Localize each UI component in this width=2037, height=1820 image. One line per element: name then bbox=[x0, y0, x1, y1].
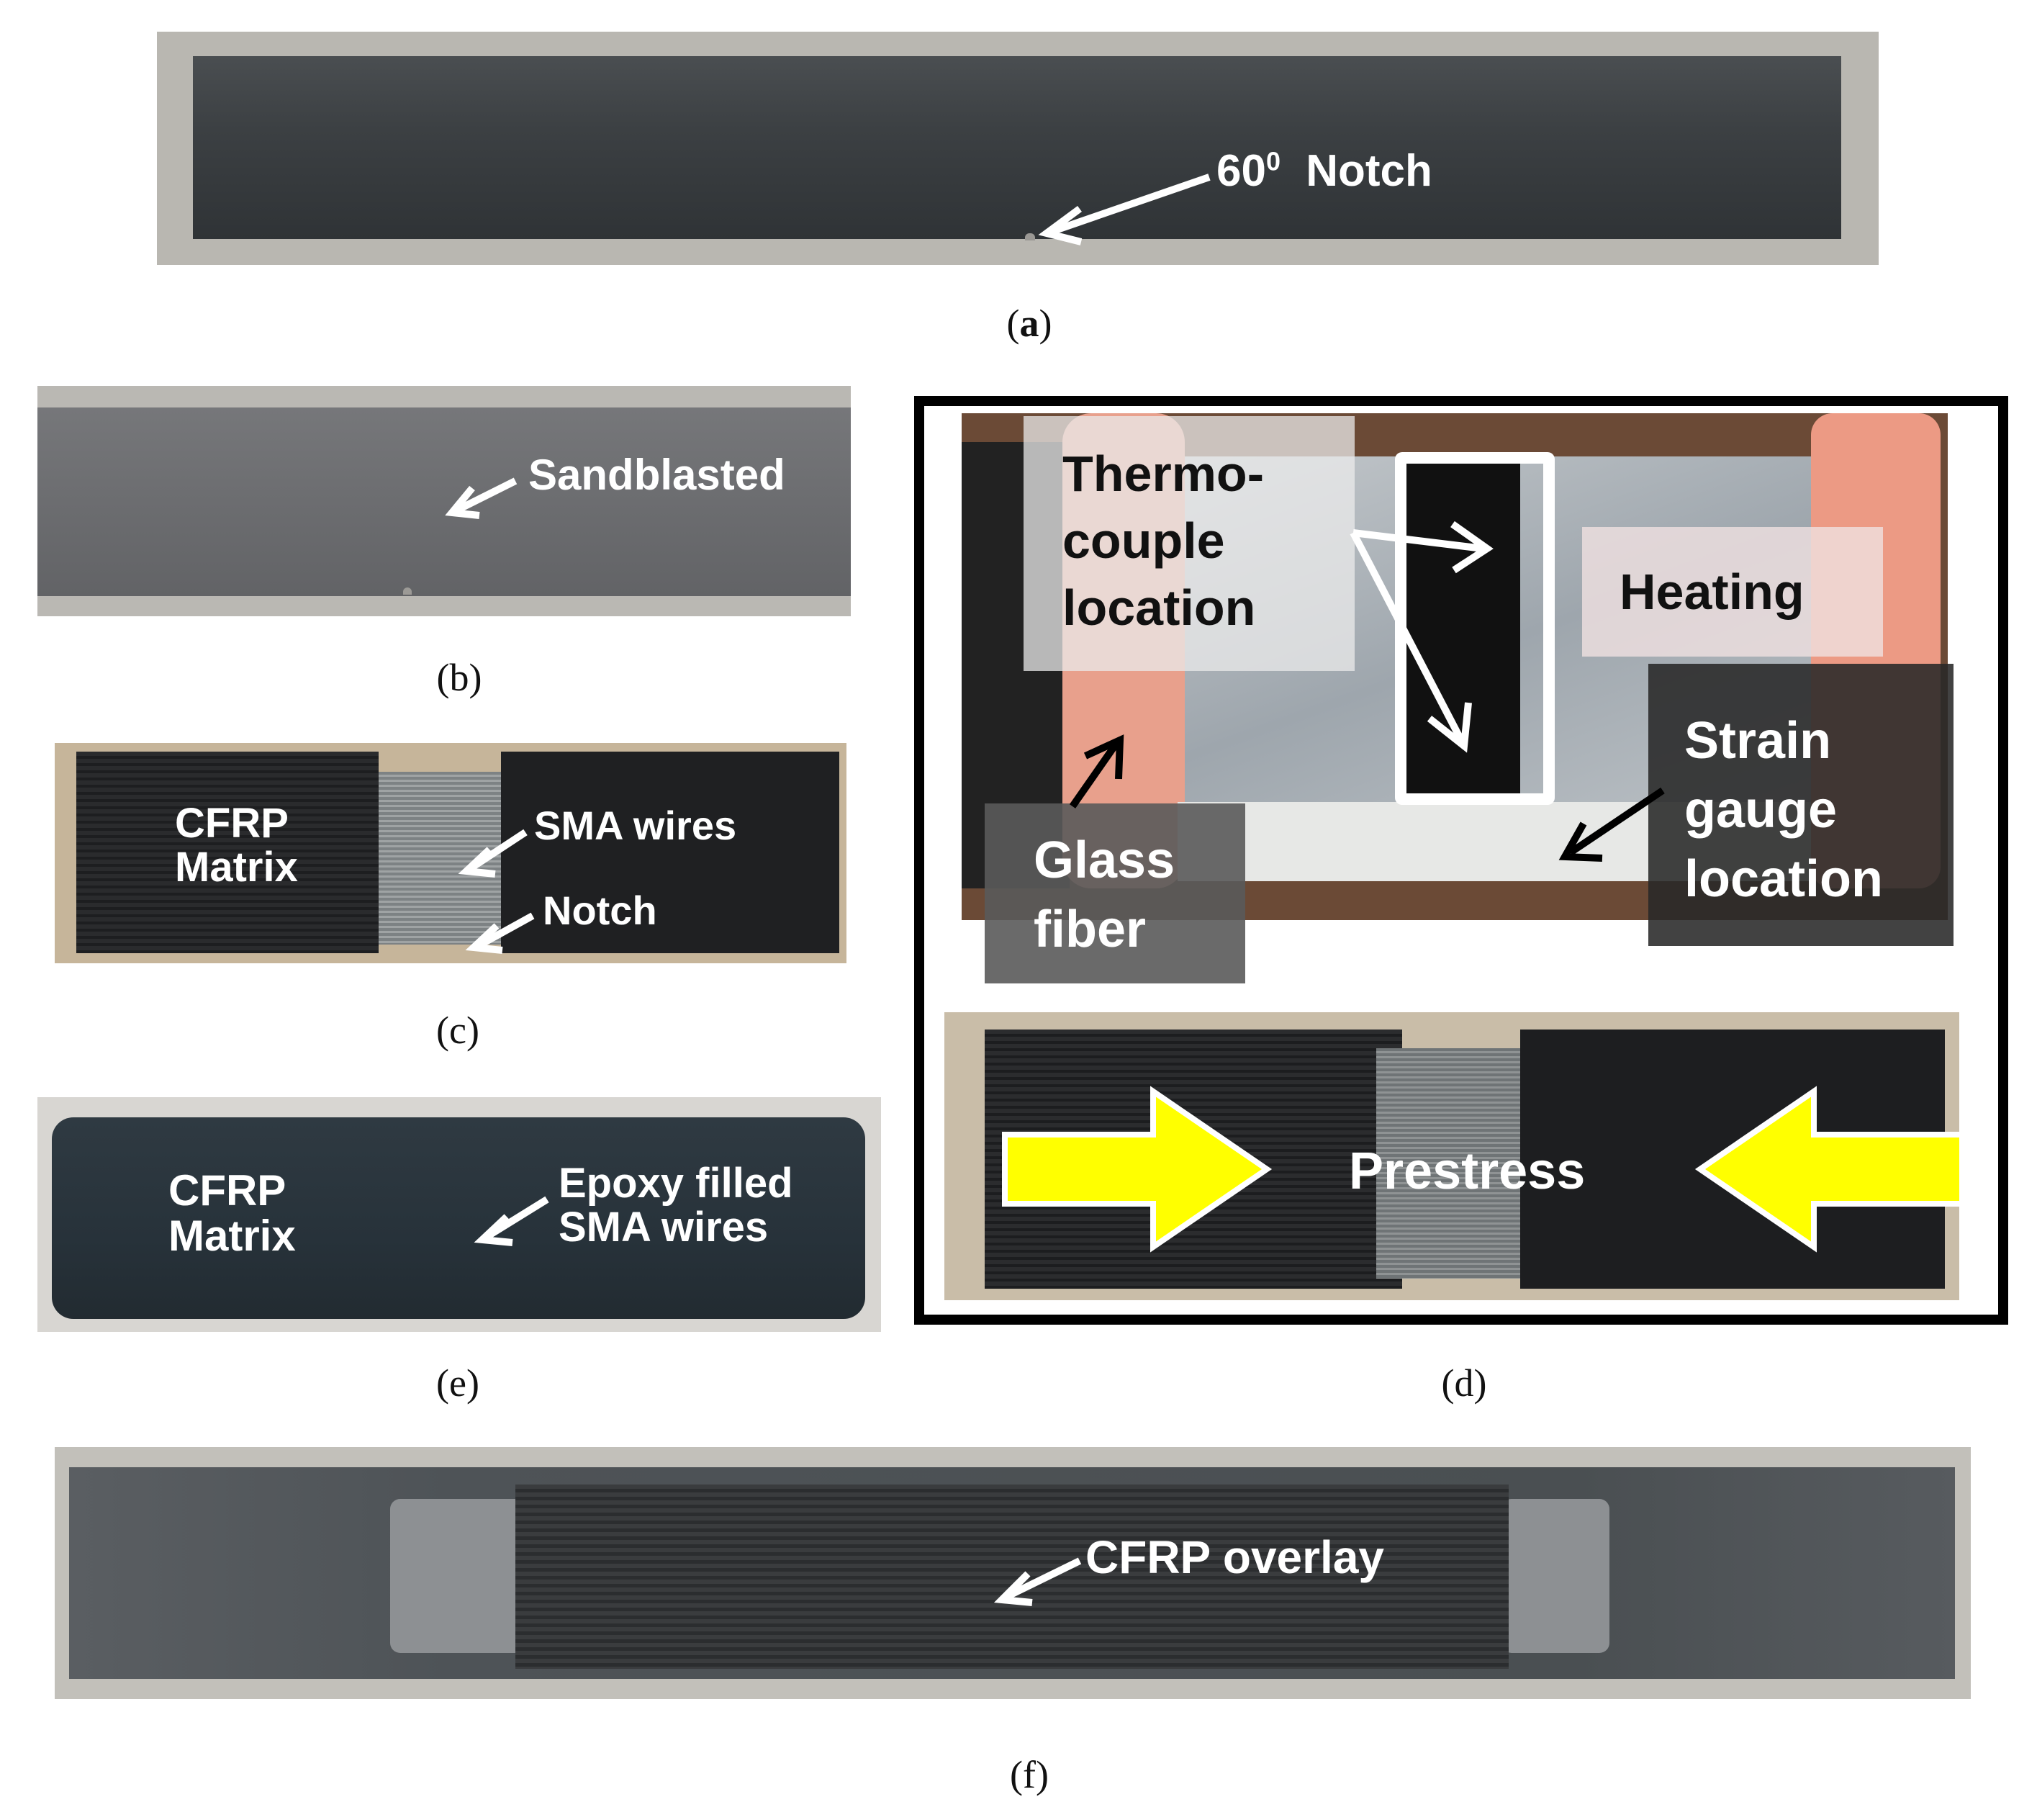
sandblasted-arrow bbox=[445, 477, 518, 519]
cfrp-overlay bbox=[515, 1485, 1509, 1669]
heating-label: Heating bbox=[1620, 564, 1805, 620]
epoxy-arrow bbox=[474, 1196, 549, 1246]
panel-f-photo bbox=[55, 1447, 1971, 1699]
notch-label-c: Notch bbox=[543, 888, 657, 933]
cfrp-left bbox=[76, 752, 379, 953]
notch-mark bbox=[1025, 233, 1035, 240]
sma-wires-d bbox=[1376, 1048, 1535, 1279]
notch-arrow-c bbox=[465, 912, 535, 954]
caption-f: (f) bbox=[1010, 1753, 1049, 1796]
prestress-label: Prestress bbox=[1349, 1143, 1586, 1200]
sandblasted-label: Sandblasted bbox=[528, 451, 785, 499]
heating-label-box bbox=[1582, 527, 1883, 657]
notch-mark-b bbox=[403, 587, 412, 595]
caption-a: (a) bbox=[1006, 302, 1052, 345]
thermo-label-box bbox=[1024, 416, 1355, 671]
panel-a-photo bbox=[157, 32, 1879, 265]
thermocouple-arrows bbox=[1350, 521, 1494, 753]
notch-label: 600 Notch bbox=[1216, 146, 1432, 196]
strain-gauge-arrow bbox=[1558, 787, 1665, 862]
cfrp-overlay-label: CFRP overlay bbox=[1085, 1531, 1384, 1583]
sma-wires-label: SMA wires bbox=[534, 803, 737, 848]
cfrp-overlay-arrow bbox=[993, 1557, 1082, 1606]
caption-b: (b) bbox=[436, 656, 482, 699]
notch-arrow bbox=[1038, 174, 1211, 245]
glass-label-box bbox=[985, 803, 1245, 983]
sma-arrow bbox=[458, 829, 528, 878]
panel-c-photo bbox=[55, 743, 846, 963]
end-tab-left bbox=[390, 1499, 527, 1653]
epoxy-covered-specimen bbox=[52, 1117, 865, 1319]
panel-e-photo bbox=[37, 1097, 881, 1332]
steel-specimen bbox=[193, 56, 1841, 239]
prestress-arrow-right bbox=[1694, 1086, 1965, 1253]
sandblasted-specimen bbox=[37, 407, 851, 596]
strain-label-box bbox=[1648, 664, 1954, 946]
cfrp-right bbox=[501, 752, 839, 953]
caption-c: (c) bbox=[436, 1009, 479, 1052]
prestress-arrow-left bbox=[1002, 1086, 1273, 1253]
end-tab-right bbox=[1501, 1499, 1609, 1653]
panel-b-photo bbox=[37, 386, 851, 616]
caption-e: (e) bbox=[436, 1361, 479, 1405]
glass-fiber-arrow bbox=[1069, 734, 1124, 808]
caption-d: (d) bbox=[1441, 1361, 1487, 1405]
